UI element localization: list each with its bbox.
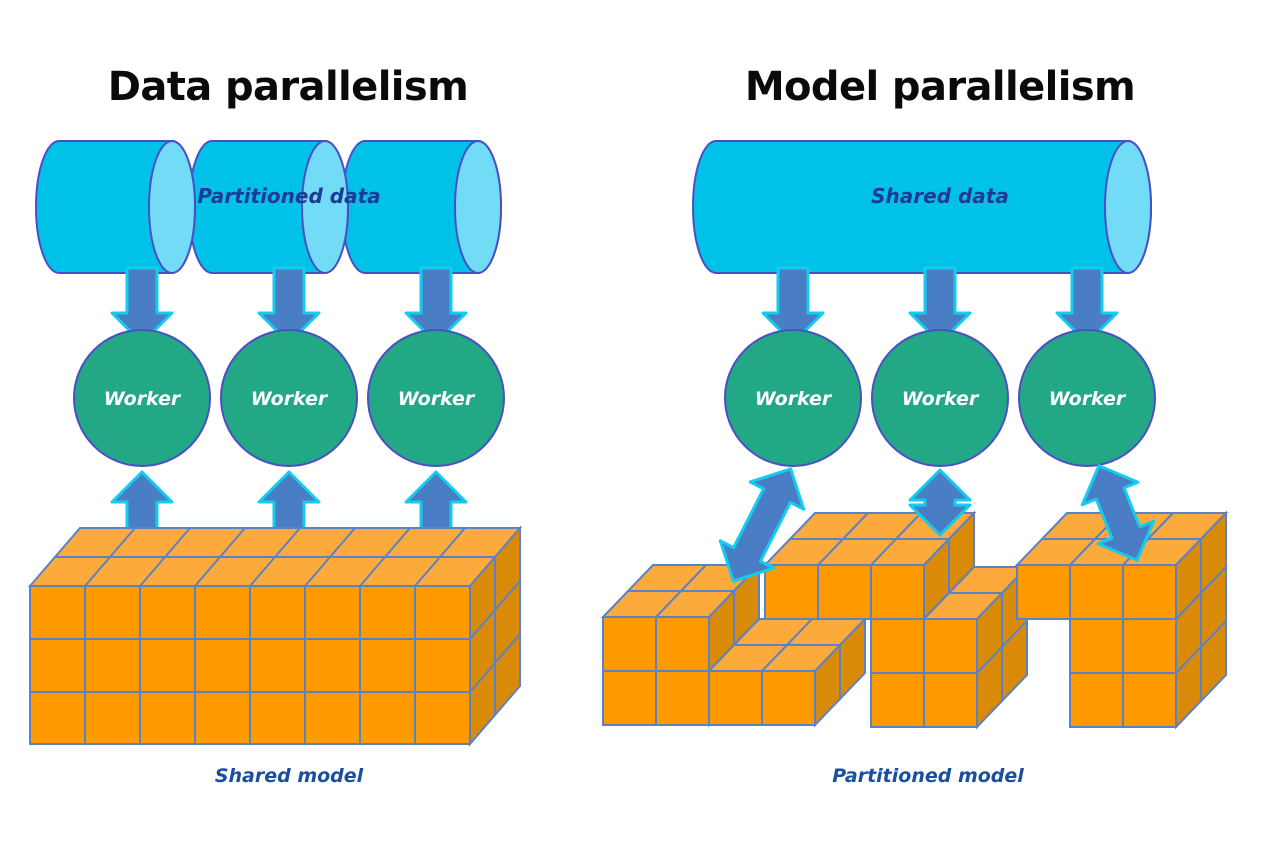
worker-node-3[interactable]: Worker <box>367 329 505 467</box>
cylinder-segment-1 <box>35 140 196 274</box>
arrow-shared-data-to-worker-1 <box>761 266 825 345</box>
arrow-data-to-worker-3 <box>404 266 468 345</box>
partitioned-model-cluster-left <box>600 562 868 728</box>
arrow-data-to-worker-2 <box>257 266 321 345</box>
bidirectional-arrow-worker-partition-1 <box>718 467 806 583</box>
cylinder-segment-3 <box>341 140 502 274</box>
worker-node-2-label: Worker <box>251 388 329 410</box>
shared-model-block <box>27 525 523 747</box>
worker-node-5-label: Worker <box>902 388 980 410</box>
worker-node-1[interactable]: Worker <box>73 329 211 467</box>
arrow-shared-data-to-worker-3 <box>1055 266 1119 345</box>
panel-data-parallelism: Data parallelism Partitioned data <box>27 64 523 787</box>
worker-node-6[interactable]: Worker <box>1018 329 1156 467</box>
page-title-model-parallelism: Model parallelism <box>745 64 1135 110</box>
partitioned-model-label: Partitioned model <box>832 765 1024 787</box>
shared-data-cylinder: Shared data <box>692 140 1152 274</box>
partitioned-model-cluster-right <box>1014 510 1229 730</box>
panel-model-parallelism: Model parallelism Shared data Worker Wor… <box>600 64 1229 787</box>
shared-model-label: Shared model <box>215 765 364 787</box>
worker-node-3-label: Worker <box>398 388 476 410</box>
partitioned-data-label: Partitioned data <box>197 184 380 208</box>
worker-node-4-label: Worker <box>755 388 833 410</box>
arrow-data-to-worker-1 <box>110 266 174 345</box>
partitioned-data-cylinder: Partitioned data <box>35 140 502 274</box>
worker-node-5[interactable]: Worker <box>871 329 1009 467</box>
page-title-data-parallelism: Data parallelism <box>108 64 468 110</box>
worker-node-1-label: Worker <box>104 388 182 410</box>
worker-node-2[interactable]: Worker <box>220 329 358 467</box>
shared-data-label: Shared data <box>871 184 1009 208</box>
bidirectional-arrow-worker-partition-2 <box>908 468 972 537</box>
partitioned-model-cluster-middle <box>762 510 1030 730</box>
bidirectional-arrow-worker-partition-3 <box>1080 464 1156 562</box>
arrow-shared-data-to-worker-2 <box>908 266 972 345</box>
cylinder-segment-2 <box>188 140 349 274</box>
worker-node-4[interactable]: Worker <box>724 329 862 467</box>
worker-node-6-label: Worker <box>1049 388 1127 410</box>
